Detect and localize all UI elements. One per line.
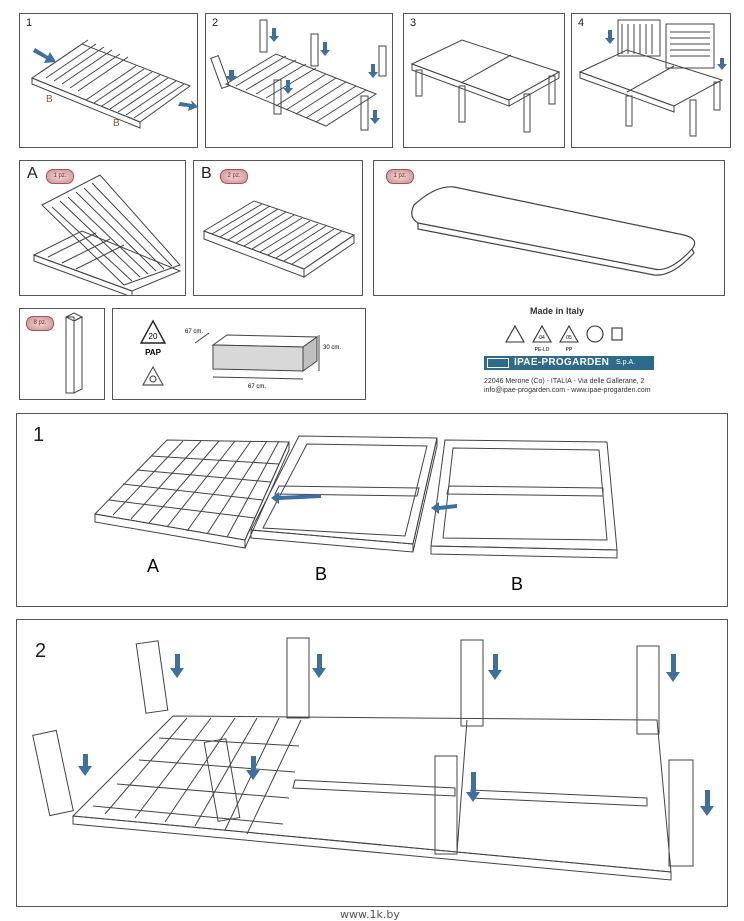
company-name: IPAE-PROGARDEN bbox=[514, 357, 610, 368]
company-contact: info@ipae-progarden.com - www.ipae-proga… bbox=[484, 387, 651, 394]
step-2-number: 2 bbox=[212, 17, 219, 29]
cushion-qty-badge: 1 pz. bbox=[386, 169, 414, 184]
box-drawing bbox=[194, 332, 320, 380]
leg-panel: 8 pz. bbox=[19, 308, 105, 400]
package-drawing: 20 PAP 67 cm. 30 cm. 67 cm. bbox=[139, 319, 341, 390]
big-step-1-panel: 1 A B B bbox=[16, 413, 728, 607]
company-address: 22046 Merone (Co) - ITALIA - Via delle G… bbox=[484, 378, 645, 385]
company-block: Made in Italy 04 05 PE-LD PP IPAE-PROGAR… bbox=[470, 306, 710, 400]
cushion-drawing bbox=[411, 186, 696, 276]
step-4-drawing bbox=[578, 19, 727, 137]
frame-b-left bbox=[250, 435, 438, 553]
green-dot-icon bbox=[586, 325, 604, 343]
big-step-2-number: 2 bbox=[35, 640, 47, 662]
assembled-frame bbox=[71, 715, 672, 881]
part-a-panel: A 1 pz. bbox=[19, 160, 186, 296]
step-2-panel: 2 bbox=[205, 13, 393, 148]
pap-label: PAP bbox=[145, 348, 162, 357]
pp-number: 05 bbox=[566, 335, 572, 341]
part-b-qty-badge: 2 pz. bbox=[220, 169, 248, 184]
part-a-qty-badge: 1 pz. bbox=[46, 169, 74, 184]
big-step-1-drawing: A B B bbox=[93, 435, 618, 594]
box-depth: 67 cm. bbox=[185, 329, 203, 335]
step-1-label-b-left: B bbox=[46, 94, 53, 105]
big-step-1-label-a: A bbox=[147, 556, 159, 576]
part-b-panel: B 2 pz. bbox=[193, 160, 363, 296]
big-step-1-label-b2: B bbox=[511, 574, 523, 594]
big-step-2-drawing bbox=[32, 637, 714, 881]
step-4-panel: 4 bbox=[571, 13, 731, 148]
made-in-italy: Made in Italy bbox=[530, 306, 585, 316]
part-a-drawing bbox=[32, 174, 182, 295]
company-suffix: S.p.A. bbox=[616, 359, 636, 366]
step-1-drawing: B B bbox=[30, 39, 197, 129]
package-panel: 20 PAP 67 cm. 30 cm. 67 cm. bbox=[112, 308, 366, 400]
pe-ld-icon bbox=[532, 324, 552, 343]
leg-qty-badge: 8 pz. bbox=[26, 316, 54, 331]
recycle-icons-row: 04 05 PE-LD PP bbox=[505, 324, 623, 353]
step-1-number: 1 bbox=[26, 17, 33, 29]
arrows bbox=[78, 654, 714, 816]
recycle-icon bbox=[505, 324, 525, 343]
company-logo-bar: IPAE-PROGARDEN S.p.A. bbox=[484, 356, 654, 370]
step-1-panel: 1 B B bbox=[19, 13, 198, 148]
box-width: 67 cm. bbox=[248, 384, 266, 390]
bin-icon bbox=[611, 327, 623, 341]
frame-a bbox=[93, 439, 290, 549]
pap-number: 20 bbox=[149, 332, 158, 341]
part-a-letter: A bbox=[27, 165, 38, 182]
legs bbox=[32, 637, 694, 867]
part-b-letter: B bbox=[201, 165, 212, 182]
big-step-1-label-b1: B bbox=[315, 564, 327, 584]
watermark: www.1k.by bbox=[340, 908, 400, 921]
pe-ld-number: 04 bbox=[539, 335, 545, 341]
step-2-drawing bbox=[210, 19, 387, 131]
part-b-drawing bbox=[202, 200, 356, 278]
step-4-number: 4 bbox=[578, 17, 585, 29]
box-height: 30 cm. bbox=[323, 345, 341, 351]
step-1-label-b-right: B bbox=[113, 118, 120, 129]
pe-ld-code: PE-LD bbox=[535, 347, 550, 353]
frame-b-right bbox=[430, 439, 618, 559]
pp-code: PP bbox=[566, 347, 573, 353]
pap-recycle-icon: 20 PAP bbox=[139, 319, 167, 357]
cushion-panel: 1 pz. bbox=[373, 160, 725, 296]
step-3-panel: 3 bbox=[403, 13, 565, 148]
recycle-icon bbox=[141, 365, 165, 386]
company-logo-icon bbox=[487, 358, 509, 368]
step-3-drawing bbox=[410, 39, 561, 133]
leg-drawing bbox=[64, 312, 84, 394]
step-3-number: 3 bbox=[410, 17, 417, 29]
big-step-2-panel: 2 bbox=[16, 619, 728, 907]
big-step-1-number: 1 bbox=[33, 424, 45, 446]
pp-icon bbox=[559, 324, 579, 343]
